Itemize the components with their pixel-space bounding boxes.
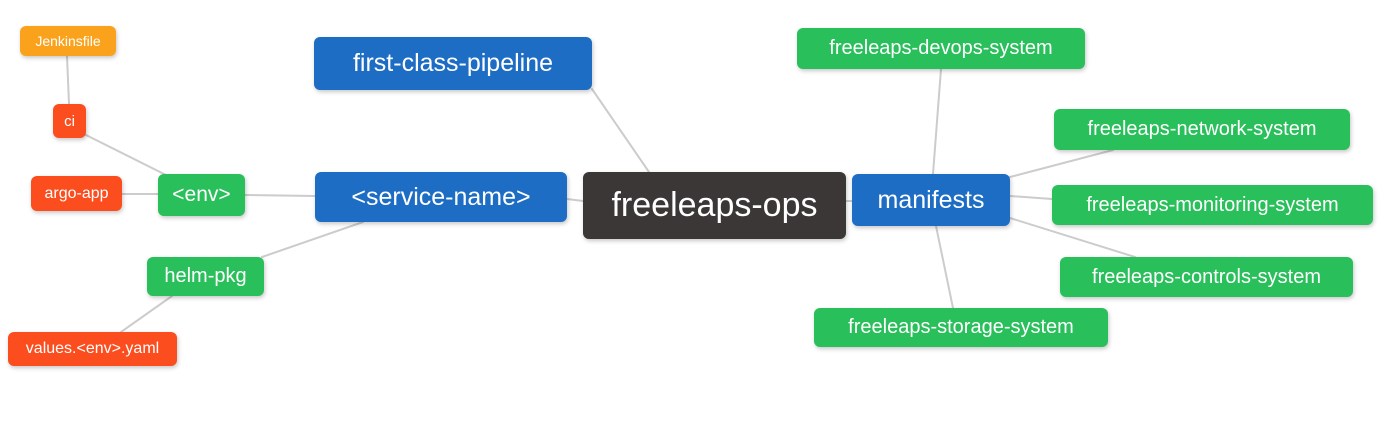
node-jenkinsfile[interactable]: Jenkinsfile xyxy=(20,26,116,56)
edge-manifests-devops-system xyxy=(932,68,942,175)
edge-manifests-monitoring-system xyxy=(1009,195,1053,200)
node-freeleaps-ops-root[interactable]: freeleaps-ops xyxy=(583,172,846,239)
node-env[interactable]: <env> xyxy=(158,174,245,216)
node-service-name[interactable]: <service-name> xyxy=(315,172,567,222)
edge-helm-pkg-values xyxy=(120,295,173,333)
node-first-class-pipeline[interactable]: first-class-pipeline xyxy=(314,37,592,90)
node-manifests[interactable]: manifests xyxy=(852,174,1010,226)
node-helm-pkg[interactable]: helm-pkg xyxy=(147,257,264,296)
edge-ci-env xyxy=(83,133,169,177)
node-values-env-yaml[interactable]: values.<env>.yaml xyxy=(8,332,177,366)
edge-pipeline-root xyxy=(591,88,650,173)
edge-manifests-storage-system xyxy=(935,225,954,309)
node-ci[interactable]: ci xyxy=(53,104,86,138)
node-freeleaps-controls-system[interactable]: freeleaps-controls-system xyxy=(1060,257,1353,297)
node-freeleaps-storage-system[interactable]: freeleaps-storage-system xyxy=(814,308,1108,347)
edge-service-name-root xyxy=(566,198,584,202)
node-freeleaps-monitoring-system[interactable]: freeleaps-monitoring-system xyxy=(1052,185,1373,225)
node-freeleaps-devops-system[interactable]: freeleaps-devops-system xyxy=(797,28,1085,69)
node-freeleaps-network-system[interactable]: freeleaps-network-system xyxy=(1054,109,1350,150)
edge-jenkinsfile-ci xyxy=(66,55,70,105)
edge-service-name-helm-pkg xyxy=(261,221,364,258)
edge-manifests-network-system xyxy=(1009,149,1114,178)
node-argo-app[interactable]: argo-app xyxy=(31,176,122,211)
edge-env-service-name xyxy=(244,194,316,197)
